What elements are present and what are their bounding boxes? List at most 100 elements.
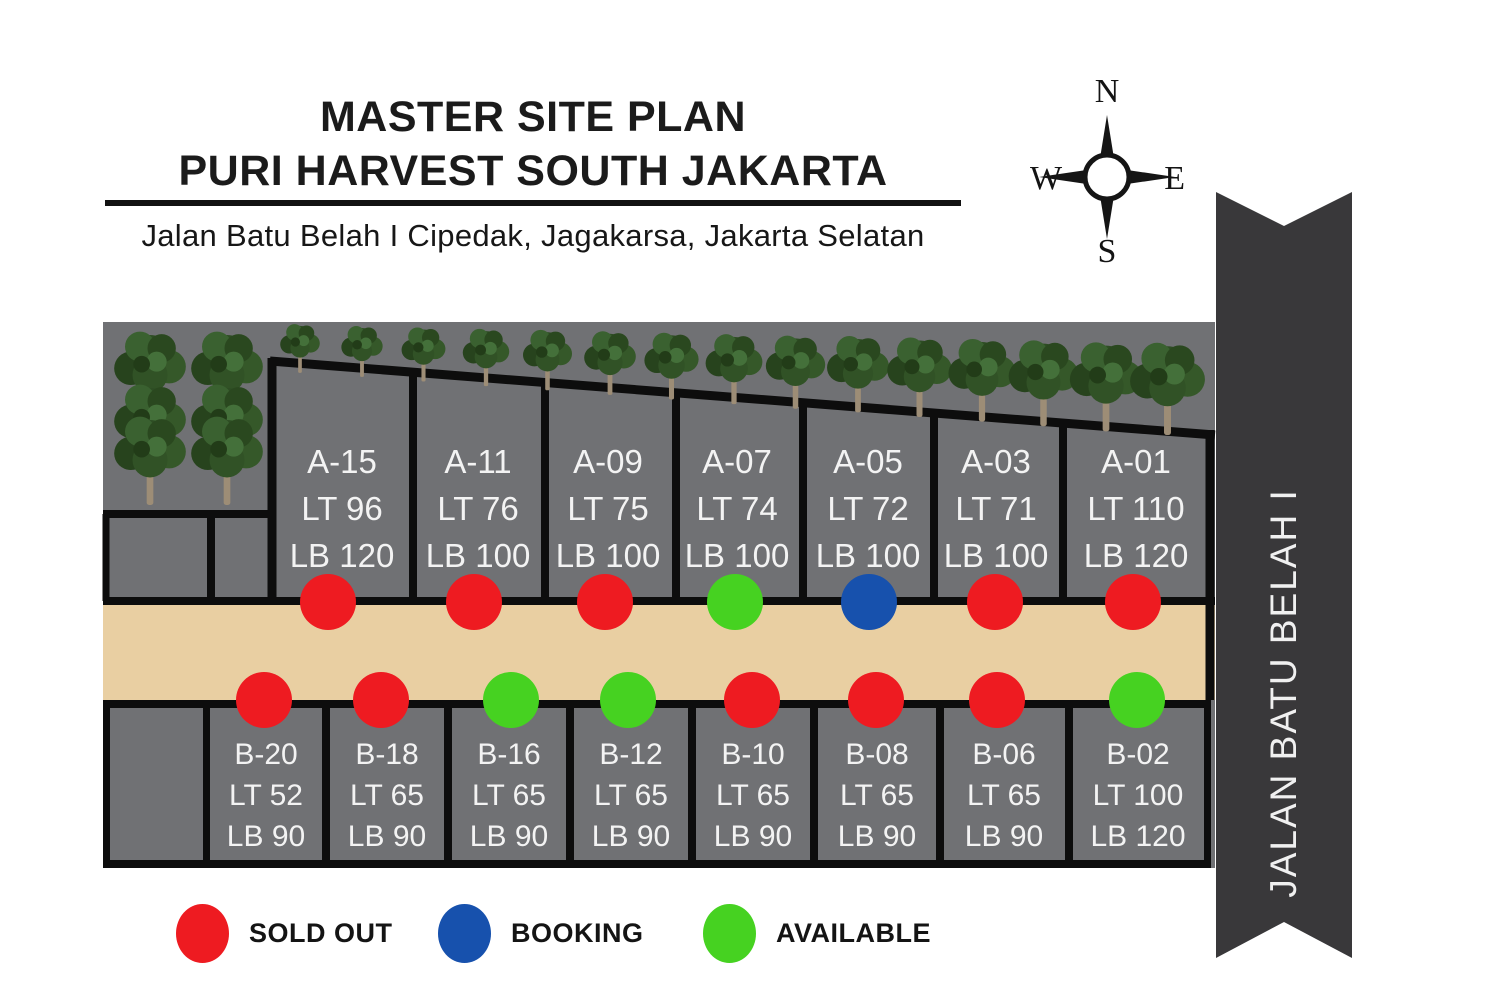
lot-b-12-label: B-12 LT 65 LB 90	[592, 734, 670, 857]
lot-id: B-06	[972, 738, 1036, 771]
compass-rose-icon: N S W E	[1022, 72, 1192, 267]
lot-a-07-label: A-07 LT 74 LB 100	[685, 438, 790, 579]
lot-building-area: LB 90	[347, 820, 427, 853]
page-title: MASTER SITE PLAN	[319, 93, 747, 141]
lot-id: B-18	[355, 738, 419, 771]
available-dot-icon	[703, 903, 756, 963]
status-dot-a-15	[300, 574, 356, 630]
lot-land-area: LT 96	[301, 490, 383, 527]
lot-building-area: LB 100	[684, 537, 790, 574]
compass-east-label: E	[1164, 160, 1185, 197]
status-dot-a-11	[446, 574, 502, 630]
lot-b-06-label: B-06 LT 65 LB 90	[965, 734, 1043, 857]
lot-building-area: LB 120	[289, 537, 395, 574]
lot-land-area: LT 65	[472, 779, 546, 812]
lot-id: B-12	[599, 738, 663, 771]
lot-id: A-11	[444, 443, 512, 480]
lot-building-area: LB 120	[1090, 820, 1186, 853]
lot-id: B-08	[845, 738, 909, 771]
status-dot-b-16	[483, 672, 539, 728]
lot-b-02	[1073, 708, 1204, 860]
lot-b-16-label: B-16 LT 65 LB 90	[470, 734, 548, 857]
lot-id: A-05	[833, 443, 903, 480]
status-dot-b-02	[1109, 672, 1165, 728]
lot-id: B-16	[477, 738, 541, 771]
lot-id: A-15	[307, 443, 377, 480]
legend-item-sold-out: SOLD OUT	[176, 903, 393, 963]
internal-road	[103, 605, 1215, 700]
lot-land-area: LT 52	[229, 779, 303, 812]
lot-b-16	[452, 708, 566, 860]
lot-id: A-01	[1101, 443, 1171, 480]
legend-label: BOOKING	[511, 917, 644, 948]
lot-building-area: LB 120	[1083, 537, 1189, 574]
status-dot-a-09	[577, 574, 633, 630]
status-dot-a-05	[841, 574, 897, 630]
status-dot-b-20	[236, 672, 292, 728]
legend-item-booking: BOOKING	[438, 903, 644, 963]
lot-land-area: LT 65	[840, 779, 914, 812]
compass-south-label: S	[1098, 233, 1117, 267]
sold-out-dot-icon	[176, 903, 229, 963]
page-title-line2: PURI HARVEST SOUTH JAKARTA	[178, 147, 888, 195]
legend-label: AVAILABLE	[776, 917, 931, 948]
compass-north-label: N	[1095, 73, 1120, 110]
lot-building-area: LB 90	[469, 820, 549, 853]
lot-b-18	[330, 708, 444, 860]
legend-item-available: AVAILABLE	[703, 903, 931, 963]
address-subtitle: Jalan Batu Belah I Cipedak, Jagakarsa, J…	[141, 218, 925, 253]
lot-land-area: LT 110	[1087, 490, 1185, 527]
lot-b-02-label: B-02 LT 100 LB 120	[1090, 734, 1185, 857]
title-underline	[105, 200, 961, 206]
lot-a-09-label: A-09 LT 75 LB 100	[556, 438, 661, 579]
lot-land-area: LT 72	[827, 490, 909, 527]
legend-label: SOLD OUT	[249, 917, 393, 948]
lot-land-area: LT 100	[1092, 779, 1184, 812]
lot-b-18-label: B-18 LT 65 LB 90	[348, 734, 426, 857]
status-dot-b-08	[848, 672, 904, 728]
lot-b-20	[210, 708, 322, 860]
lot-building-area: LB 90	[713, 820, 793, 853]
lot-building-area: LB 100	[943, 537, 1049, 574]
lot-a-01-label: A-01 LT 110 LB 120	[1084, 438, 1189, 579]
lot-land-area: LT 65	[716, 779, 790, 812]
lot-a-03-label: A-03 LT 71 LB 100	[944, 438, 1049, 579]
lot-land-area: LT 65	[967, 779, 1041, 812]
lot-id: A-07	[702, 443, 772, 480]
lot-building-area: LB 100	[555, 537, 661, 574]
compass-west-label: W	[1030, 160, 1063, 197]
lot-b-10	[696, 708, 810, 860]
status-dot-a-01	[1105, 574, 1161, 630]
street-name-label: JALAN BATU BELAH I	[1263, 488, 1304, 898]
road-upper-border	[103, 597, 1215, 605]
lot-id: B-10	[721, 738, 785, 771]
status-dot-b-18	[353, 672, 409, 728]
status-dot-b-10	[724, 672, 780, 728]
lot-b-20-label: B-20 LT 52 LB 90	[227, 734, 305, 857]
compass-hub	[1082, 152, 1132, 202]
lot-land-area: LT 76	[437, 490, 519, 527]
lot-land-area: LT 71	[955, 490, 1037, 527]
status-dot-a-07	[707, 574, 763, 630]
lot-land-area: LT 75	[567, 490, 649, 527]
booking-dot-icon	[438, 903, 491, 963]
lot-b-06	[944, 708, 1065, 860]
lot-building-area: LB 90	[591, 820, 671, 853]
lot-building-area: LB 90	[226, 820, 306, 853]
status-dot-a-03	[967, 574, 1023, 630]
lot-b-10-label: B-10 LT 65 LB 90	[714, 734, 792, 857]
lot-b-08-label: B-08 LT 65 LB 90	[838, 734, 916, 857]
status-dot-b-06	[969, 672, 1025, 728]
lot-a-15-label: A-15 LT 96 LB 120	[290, 438, 395, 579]
lot-id: B-02	[1106, 738, 1170, 771]
lot-id: A-03	[961, 443, 1031, 480]
lot-b-12	[574, 708, 688, 860]
lot-a-11-label: A-11 LT 76 LB 100	[426, 438, 531, 579]
lot-land-area: LT 74	[696, 490, 778, 527]
lot-building-area: LB 90	[837, 820, 917, 853]
lot-building-area: LB 90	[964, 820, 1044, 853]
status-dot-b-12	[600, 672, 656, 728]
lot-b-08	[818, 708, 936, 860]
lot-id: B-20	[234, 738, 298, 771]
